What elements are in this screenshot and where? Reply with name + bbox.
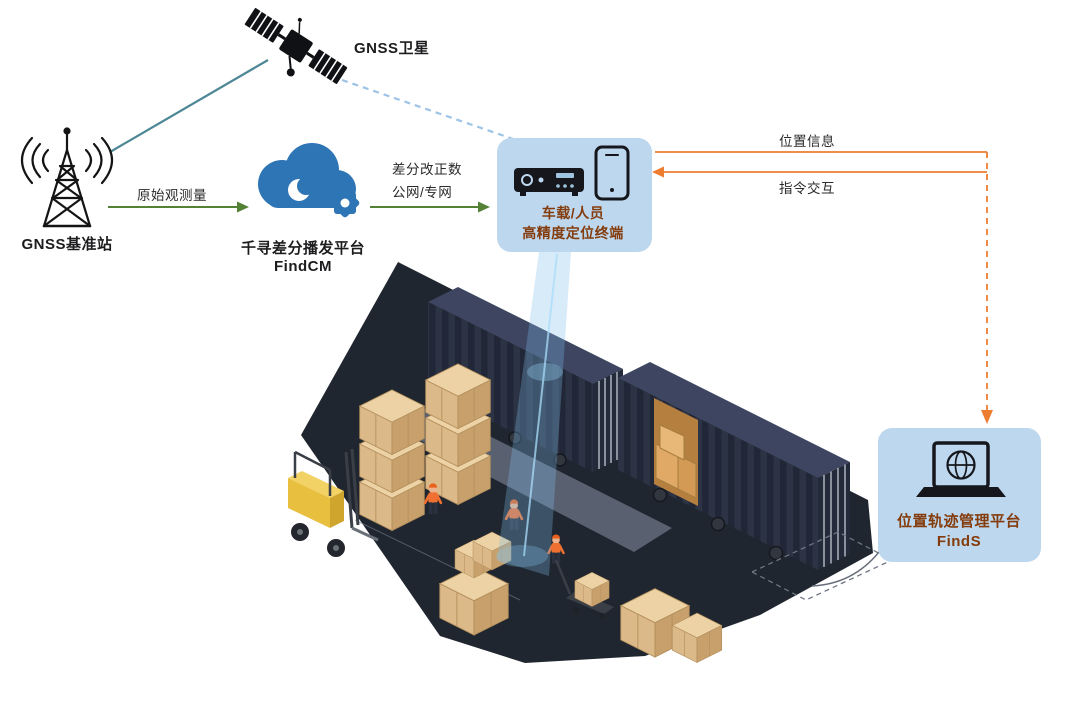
corrections-label-line2: 公网/专网 [392, 185, 453, 200]
smartphone-icon [594, 145, 630, 201]
platform-label-line2: FindS [936, 533, 982, 550]
link-satellite-base [109, 59, 269, 153]
pallet-jack [554, 559, 614, 619]
flow-position-info-arrow [655, 151, 993, 424]
receiver-box-icon [514, 168, 584, 196]
link-satellite-terminal [341, 78, 517, 142]
command-label: 指令交互 [779, 181, 835, 196]
satellite-label: GNSS卫星 [354, 40, 430, 57]
terminal-label-line1: 车载/人员 [541, 205, 605, 221]
corrections-label-line1: 差分改正数 [392, 162, 462, 177]
raw-observations-label: 原始观测量 [137, 188, 207, 203]
cloud-platform-label: 千寻差分播发平台 [240, 240, 366, 257]
terminal-label-line2: 高精度定位终端 [522, 225, 624, 241]
forklift [288, 448, 379, 557]
flow-raw-observations-arrow [108, 201, 249, 213]
cloud-platform-product-label: FindCM [274, 258, 332, 275]
shipping-container-open [618, 362, 850, 570]
base-station-label: GNSS基准站 [21, 236, 113, 253]
positioning-beam [496, 252, 571, 576]
gear-icon [330, 188, 360, 218]
laptop-globe-icon [916, 441, 1006, 497]
antenna-tower-icon [20, 127, 114, 228]
flow-command-arrow [652, 166, 987, 178]
cloud-gear-icon [258, 143, 360, 218]
warehouse-scene [288, 262, 894, 663]
position-info-label: 位置信息 [779, 134, 835, 149]
satellite-icon [244, 8, 348, 84]
flow-corrections-arrow [370, 201, 490, 213]
platform-label-line1: 位置轨迹管理平台 [896, 513, 1022, 530]
